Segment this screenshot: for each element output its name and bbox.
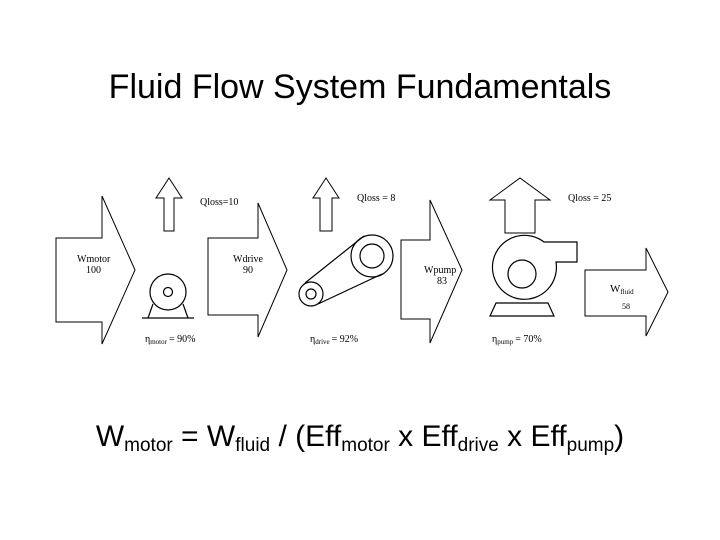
pump-w-label: Wpump [424,265,456,276]
motor-w-value: 100 [86,265,101,276]
pump-q-loss-label: Qloss = 25 [568,193,611,204]
pump-input-arrow [400,199,463,344]
motor-input-arrow [55,195,136,345]
pump-efficiency-label: ηpump= 70% [492,334,542,346]
fluid-w-label: Wfluid [610,283,634,296]
drive-loss-arrow [312,177,340,232]
motor-symbol [142,273,194,319]
fluid-output-arrow [584,247,669,337]
motor-q-loss-label: Qloss=10 [200,197,238,208]
drive-input-arrow [207,202,288,338]
motor-w-label: Wmotor [77,254,111,265]
efficiency-formula: Wmotor = Wfluid / (Effmotor x Effdrive x… [95,420,625,456]
motor-loss-arrow [155,177,183,232]
drive-w-label: Wdrive [233,254,264,265]
slide-title: Fluid Flow System Fundamentals [108,68,612,106]
pump-loss-arrow [488,177,552,234]
drive-q-loss-label: Qloss = 8 [357,193,395,204]
drive-efficiency-label: ηdrive= 92% [310,334,358,346]
drive-w-value: 90 [243,265,253,276]
pump-w-value: 83 [437,276,447,287]
motor-efficiency-label: ηmotor= 90% [145,334,195,346]
drive-belt-symbol [298,234,394,307]
fluid-w-value: 58 [622,302,630,311]
pump-symbol [489,234,578,317]
